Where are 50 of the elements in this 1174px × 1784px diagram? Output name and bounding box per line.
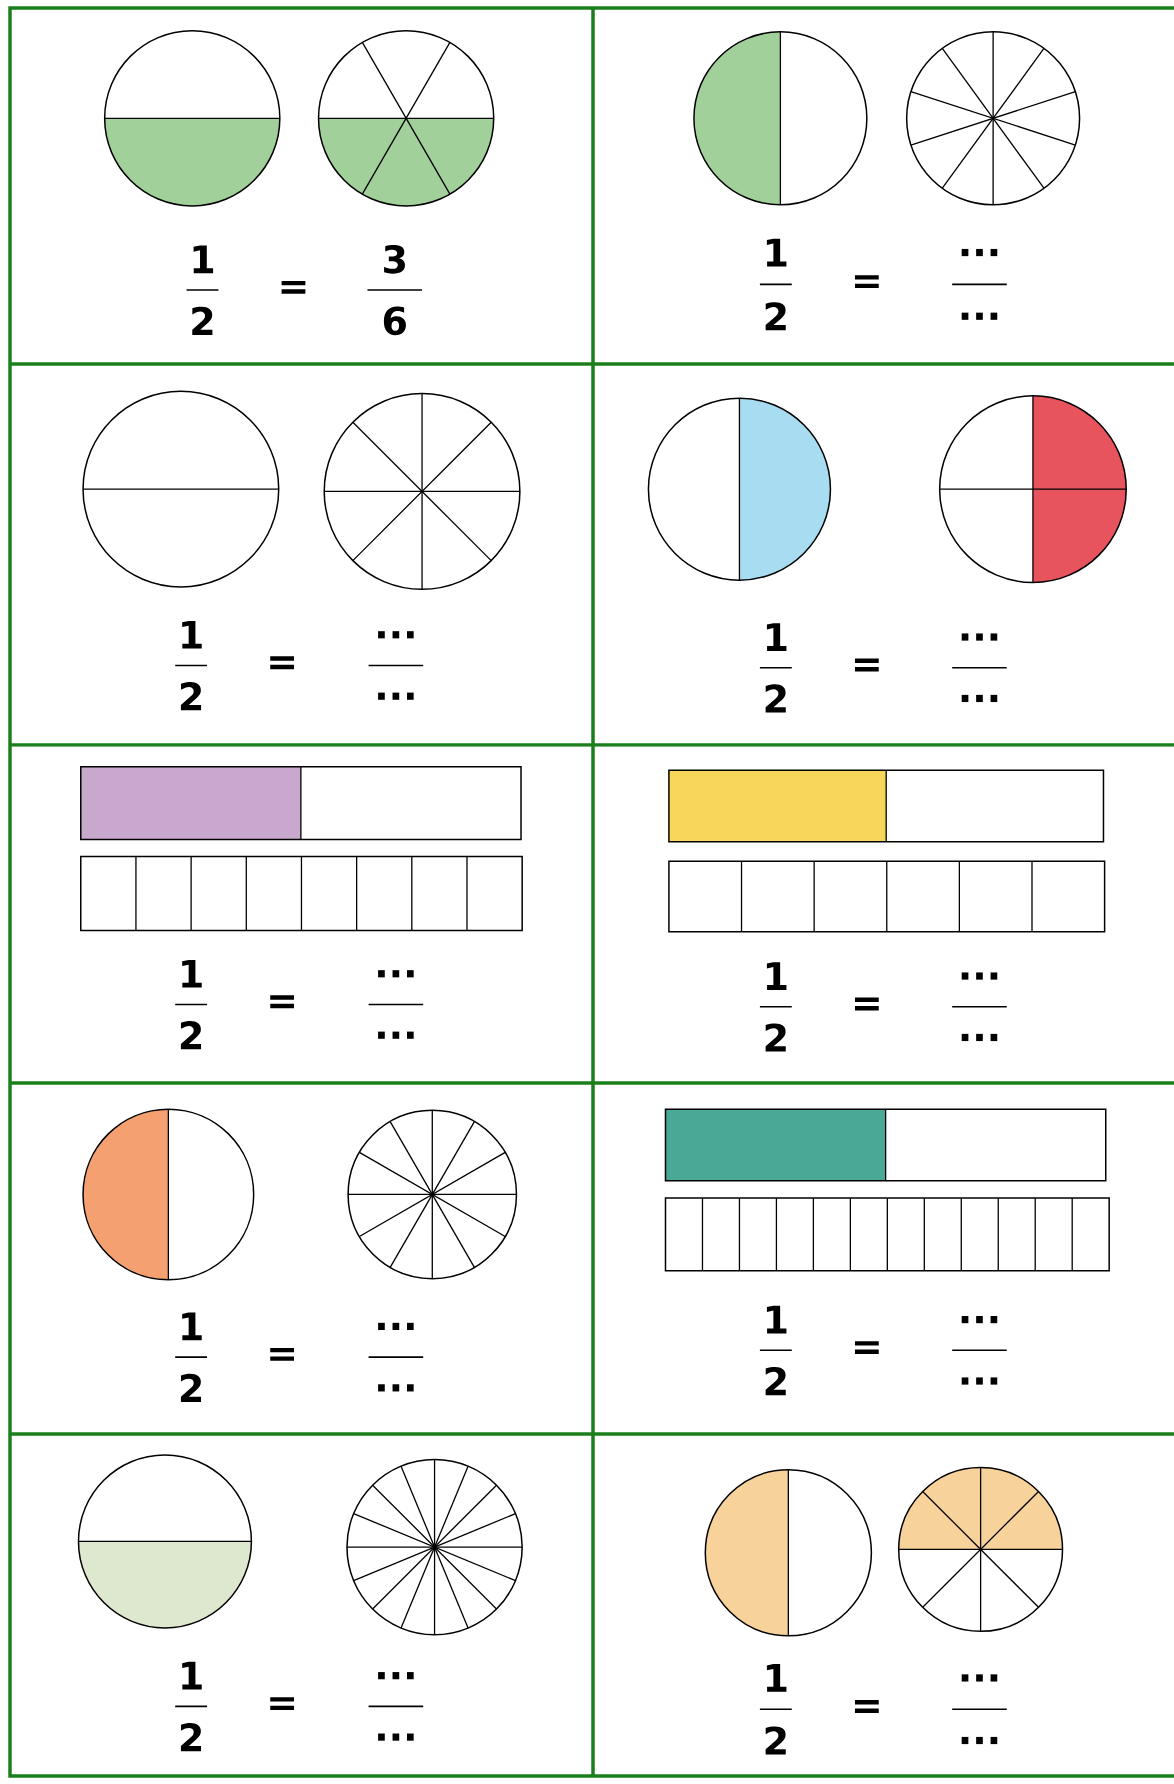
- numerator: 1: [193, 245, 214, 274]
- equals-sign: =: [854, 275, 879, 289]
- equals-sign: =: [270, 995, 294, 1009]
- numerator: ...: [378, 970, 414, 978]
- denominator: 2: [192, 306, 213, 335]
- denominator: ...: [961, 1033, 998, 1042]
- equals-sign: =: [281, 280, 306, 294]
- denominator: 2: [765, 684, 786, 713]
- denominator: 2: [180, 1021, 202, 1050]
- denominator: ...: [378, 1733, 414, 1741]
- equals-sign: =: [854, 1700, 879, 1713]
- numerator: ...: [961, 633, 998, 641]
- denominator: 6: [383, 306, 406, 336]
- denominator: 2: [765, 1726, 786, 1755]
- numerator: ...: [378, 631, 414, 639]
- numerator: ...: [961, 1316, 998, 1324]
- equals-sign: =: [270, 1697, 294, 1711]
- equals-sign: =: [854, 658, 879, 672]
- equals-sign: =: [854, 997, 879, 1011]
- denominator: ...: [961, 1736, 998, 1745]
- numerator: ...: [378, 1672, 414, 1680]
- numerator: 1: [766, 1664, 787, 1692]
- numerator: 1: [766, 623, 787, 651]
- numerator: 3: [384, 245, 405, 274]
- equals-sign: =: [854, 1341, 879, 1354]
- numerator: 1: [182, 1661, 202, 1690]
- equals-sign: =: [270, 1348, 294, 1361]
- numerator: 1: [182, 620, 202, 649]
- denominator: 2: [180, 682, 202, 711]
- denominator: 2: [765, 1366, 786, 1396]
- denominator: 2: [765, 1023, 786, 1052]
- equals-sign: =: [270, 656, 294, 670]
- numerator: 1: [182, 1312, 202, 1341]
- denominator: ...: [961, 312, 998, 320]
- denominator: ...: [378, 1384, 414, 1392]
- denominator: ...: [378, 1031, 414, 1039]
- numerator: 1: [766, 962, 787, 990]
- denominator: 2: [180, 1723, 202, 1752]
- denominator: ...: [378, 692, 414, 700]
- denominator: ...: [961, 1377, 998, 1385]
- numerator: 1: [766, 238, 787, 267]
- numerator: ...: [961, 1674, 998, 1682]
- denominator: 2: [765, 302, 786, 331]
- numerator: ...: [961, 248, 998, 257]
- numerator: ...: [961, 972, 998, 980]
- numerator: ...: [378, 1322, 414, 1330]
- numerator: 1: [766, 1305, 787, 1334]
- denominator: 2: [180, 1373, 202, 1402]
- numerator: 1: [182, 959, 202, 988]
- denominator: ...: [961, 694, 998, 703]
